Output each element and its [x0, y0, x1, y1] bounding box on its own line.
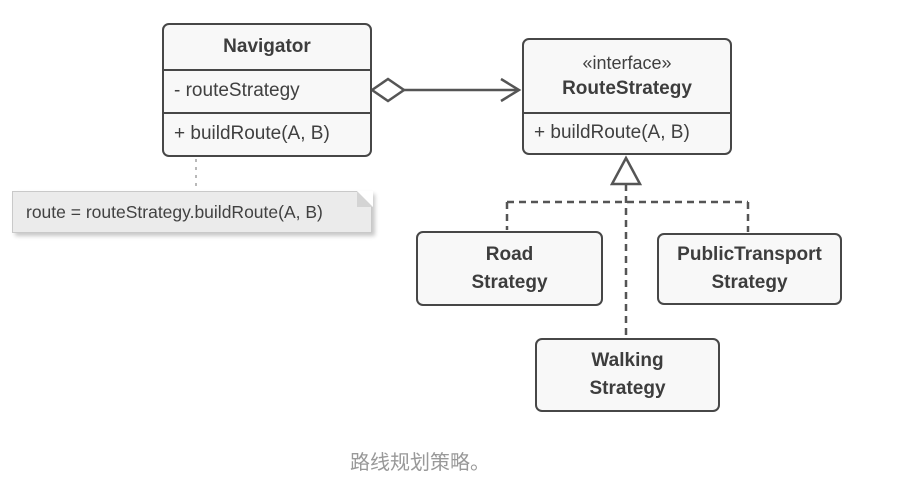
- class-publictransport-strategy-title-line1: PublicTransport: [677, 244, 822, 265]
- class-walking-strategy: Walking Strategy: [535, 338, 720, 412]
- interface-route-strategy: «interface» RouteStrategy + buildRoute(A…: [522, 38, 732, 155]
- class-navigator-attribute: - routeStrategy: [164, 69, 370, 112]
- class-road-strategy-title-line1: Road: [485, 243, 534, 265]
- interface-route-strategy-title: RouteStrategy: [562, 77, 692, 99]
- interface-route-strategy-method: + buildRoute(A, B): [524, 111, 730, 154]
- diagram-caption: 路线规划策略。: [350, 452, 490, 474]
- class-publictransport-strategy: PublicTransport Strategy: [657, 233, 842, 305]
- note-text: route = routeStrategy.buildRoute(A, B): [26, 201, 323, 222]
- class-publictransport-strategy-title-line2: Strategy: [711, 272, 788, 293]
- class-navigator: Navigator - routeStrategy + buildRoute(A…: [162, 23, 372, 157]
- interface-stereotype: «interface»: [582, 52, 672, 73]
- class-road-strategy-title-line2: Strategy: [471, 271, 548, 293]
- open-arrowhead-icon: [500, 77, 522, 103]
- class-walking-strategy-title-line2: Strategy: [589, 378, 666, 399]
- note-route-call: route = routeStrategy.buildRoute(A, B): [12, 190, 373, 233]
- class-navigator-method: + buildRoute(A, B): [164, 111, 370, 155]
- class-road-strategy: Road Strategy: [416, 231, 603, 306]
- class-walking-strategy-title-line1: Walking: [591, 350, 664, 371]
- note-folded-corner-icon: [356, 190, 373, 207]
- aggregation-diamond-icon: [369, 77, 407, 103]
- class-navigator-title: Navigator: [223, 36, 311, 57]
- realization-triangle-icon: [609, 155, 643, 186]
- interface-route-strategy-header: «interface» RouteStrategy: [524, 40, 730, 112]
